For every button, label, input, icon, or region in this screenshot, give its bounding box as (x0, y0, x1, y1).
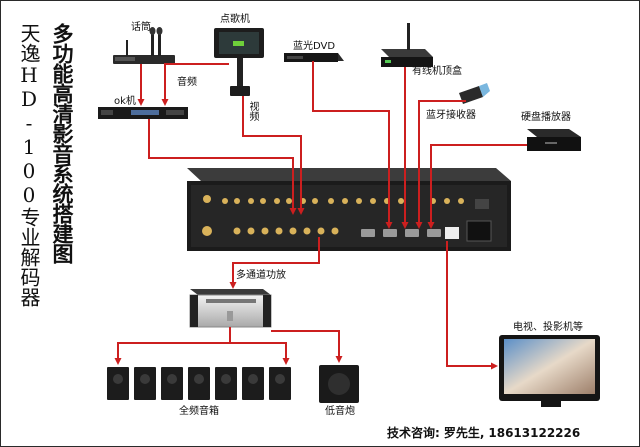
subwoofer-label: 低音炮 (325, 406, 355, 417)
system-title: 多功能高清影音系统搭建图 (50, 23, 74, 263)
set-top-box-label: 有线机顶盒 (412, 66, 462, 77)
ok-unit (98, 107, 188, 119)
signal-wires (114, 61, 527, 370)
microphone-label: 话筒 (131, 22, 151, 33)
hdd-player-label: 硬盘播放器 (521, 112, 571, 123)
video-wire-label: 视频 (247, 101, 258, 121)
subwoofer (319, 365, 359, 403)
audio-wire-label: 音频 (177, 77, 197, 88)
contact-name: 罗先生, (443, 426, 485, 440)
display-screen (499, 335, 600, 407)
bluetooth-label: 蓝牙接收器 (426, 110, 476, 121)
display-label: 电视、投影机等 (513, 322, 583, 333)
full-range-speakers (107, 367, 291, 400)
speakers-label: 全频音箱 (179, 406, 219, 417)
set-top-box (381, 23, 433, 67)
ok-unit-label: ok机 (114, 96, 136, 107)
contact-phone: 18613122226 (488, 426, 581, 440)
product-title: 天逸HD-100专业解码器 (17, 23, 41, 307)
contact-info: 技术咨询:罗先生,18613122226 (387, 424, 584, 441)
hdd-player (527, 129, 581, 151)
bluetooth-receiver (459, 83, 490, 104)
bluray-player (284, 53, 344, 62)
karaoke-player-label: 点歌机 (220, 14, 250, 25)
bluray-label: 蓝光DVD (293, 41, 336, 52)
karaoke-player (214, 28, 264, 96)
amplifier (189, 289, 272, 328)
contact-label: 技术咨询: (387, 426, 440, 440)
decoder-unit (187, 168, 511, 251)
amplifier-label: 多通道功放 (236, 270, 286, 281)
